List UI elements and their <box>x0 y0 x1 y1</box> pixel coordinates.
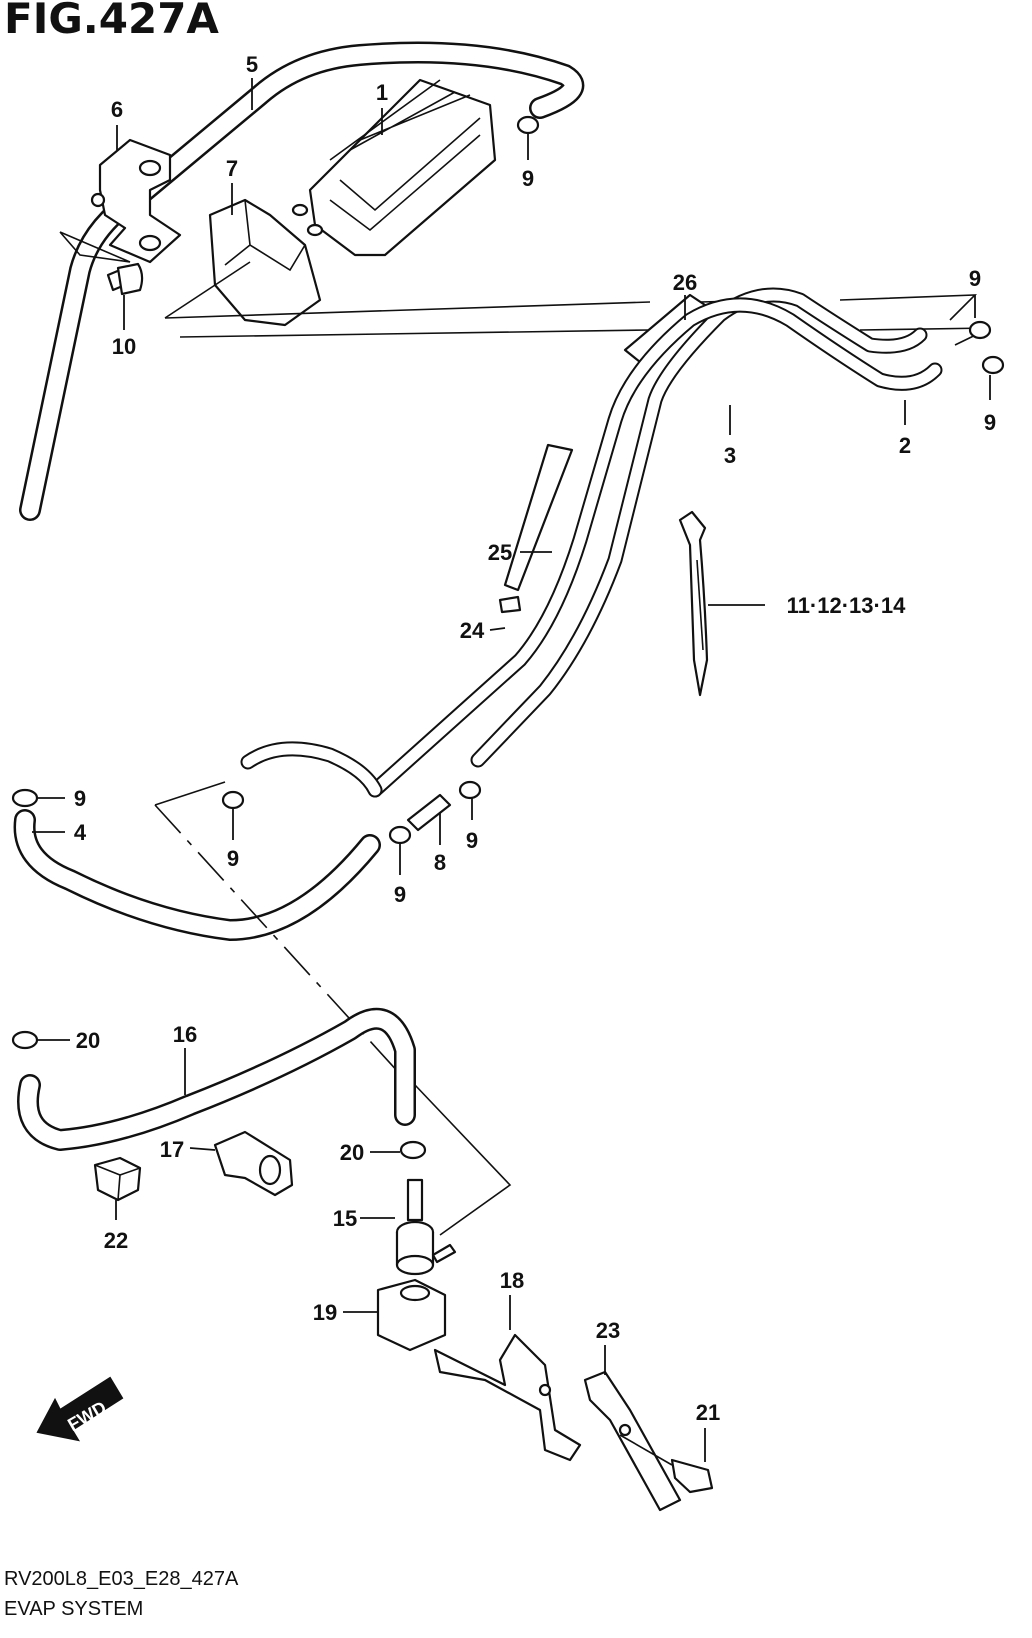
clamp-17 <box>213 1130 294 1197</box>
callout-4: 4 <box>74 820 87 845</box>
callout-5: 5 <box>246 52 258 77</box>
callout-20-left: 20 <box>76 1028 100 1053</box>
bolt-21 <box>619 1434 714 1494</box>
figure-title: FIG.427A <box>4 0 219 43</box>
clamp-9-right-upper <box>968 320 992 340</box>
clip-22 <box>93 1156 142 1202</box>
bolt-10 <box>106 262 144 296</box>
mount-19 <box>376 1278 447 1352</box>
valve-15 <box>395 1178 457 1276</box>
callout-26: 26 <box>673 270 697 295</box>
callout-9-connector: 9 <box>394 882 406 907</box>
clamp-9-left <box>11 788 39 808</box>
callout-10: 10 <box>112 334 136 359</box>
callout-16: 16 <box>173 1022 197 1047</box>
canister-1 <box>291 78 497 257</box>
callout-2: 2 <box>899 433 911 458</box>
callout-21: 21 <box>696 1400 720 1425</box>
callout-11-14: 11·12·13·14 <box>787 593 906 618</box>
callout-9-left: 9 <box>74 786 86 811</box>
callout-18: 18 <box>500 1268 524 1293</box>
callout-24: 24 <box>460 618 485 643</box>
callout-9-mid: 9 <box>227 846 239 871</box>
callout-20-valve: 20 <box>340 1140 364 1165</box>
cable-tie-11 <box>678 510 709 697</box>
callout-9-right-lower: 9 <box>984 410 996 435</box>
clamp-9-mid <box>221 790 245 810</box>
hose-4 <box>13 809 381 941</box>
reference-line-lower <box>414 1084 512 1236</box>
callout-3: 3 <box>724 443 736 468</box>
clamp-9-hose5 <box>516 115 540 135</box>
callout-15: 15 <box>333 1206 357 1231</box>
callout-9-pipe: 9 <box>466 828 478 853</box>
cap-24 <box>498 595 522 614</box>
hose-front <box>240 741 383 798</box>
clamp-9-connector <box>388 825 412 845</box>
leader-lines <box>32 78 991 1462</box>
clamp-20-left <box>11 1030 39 1050</box>
callout-9-right-upper: 9 <box>969 266 981 291</box>
callout-17: 17 <box>160 1137 184 1162</box>
cover-7 <box>208 198 322 327</box>
clamp-9-right-lower <box>981 355 1005 375</box>
stay-23 <box>583 1370 682 1512</box>
callout-19: 19 <box>313 1300 337 1325</box>
reference-lines <box>59 231 991 806</box>
fwd-arrow-icon: FWD <box>36 1376 124 1442</box>
connector-8 <box>406 793 452 832</box>
callout-labels: 1 5 6 7 10 9 26 9 9 2 3 25 24 11·12·13·1… <box>74 52 996 1425</box>
callout-22: 22 <box>104 1228 128 1253</box>
diagram-caption: EVAP SYSTEM <box>4 1598 144 1620</box>
hose-16 <box>17 1007 416 1151</box>
tube-25 <box>503 443 574 592</box>
callout-6: 6 <box>111 97 123 122</box>
clamp-9-pipe <box>458 780 482 800</box>
callout-25: 25 <box>488 540 512 565</box>
callout-8: 8 <box>434 850 446 875</box>
callout-23: 23 <box>596 1318 620 1343</box>
callout-9-top: 9 <box>522 166 534 191</box>
diagram-code: RV200L8_E03_E28_427A <box>4 1568 239 1590</box>
callout-1: 1 <box>376 80 388 105</box>
bracket-6 <box>90 138 182 264</box>
pipe-2 <box>367 297 943 798</box>
callout-7: 7 <box>226 156 238 181</box>
bracket-18 <box>433 1333 582 1462</box>
clamp-20-valve <box>399 1140 427 1160</box>
